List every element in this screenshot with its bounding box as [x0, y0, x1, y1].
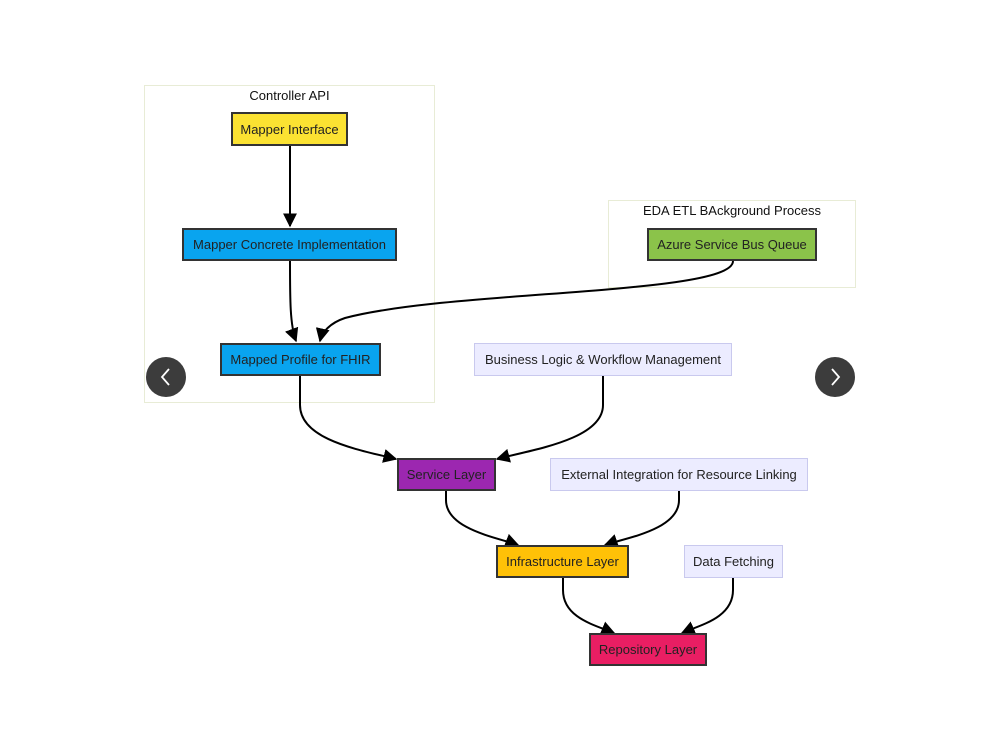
node-mapper-concrete-implementation: Mapper Concrete Implementation	[182, 228, 397, 261]
cluster-controller-api: Controller API	[144, 85, 435, 403]
node-label: Business Logic & Workflow Management	[484, 352, 722, 367]
node-label: Data Fetching	[693, 554, 774, 569]
next-slide-button[interactable]	[815, 357, 855, 397]
node-external-integration: External Integration for Resource Linkin…	[550, 458, 808, 491]
edge-datafetching-to-repository	[680, 578, 734, 635]
node-label: Infrastructure Layer	[506, 554, 619, 569]
chevron-right-icon	[831, 368, 841, 386]
node-business-logic: Business Logic & Workflow Management	[474, 343, 732, 376]
node-label: Mapped Profile for FHIR	[230, 352, 371, 367]
edge-infrastructure-to-repository	[562, 578, 616, 635]
node-label: Repository Layer	[598, 642, 698, 657]
edge-business-to-service	[495, 376, 604, 463]
node-service-layer: Service Layer	[397, 458, 496, 491]
edge-service-to-infrastructure	[445, 491, 520, 547]
node-label: Mapper Interface	[240, 121, 339, 137]
node-label: External Integration for Resource Linkin…	[561, 467, 797, 482]
node-mapped-profile-fhir: Mapped Profile for FHIR	[220, 343, 381, 376]
node-mapper-interface: Mapper Interface	[231, 112, 348, 146]
prev-slide-button[interactable]	[146, 357, 186, 397]
node-label: Azure Service Bus Queue	[657, 237, 807, 252]
node-repository-layer: Repository Layer	[589, 633, 707, 666]
chevron-left-icon	[160, 368, 170, 386]
edge-external-to-infrastructure	[603, 491, 680, 548]
node-infrastructure-layer: Infrastructure Layer	[496, 545, 629, 578]
node-data-fetching: Data Fetching	[684, 545, 783, 578]
cluster-title-eda-etl: EDA ETL BAckground Process	[643, 203, 821, 218]
node-azure-service-bus-queue: Azure Service Bus Queue	[647, 228, 817, 261]
node-label: Service Layer	[406, 467, 487, 482]
cluster-title-controller-api: Controller API	[249, 88, 330, 103]
node-label: Mapper Concrete Implementation	[193, 237, 386, 252]
